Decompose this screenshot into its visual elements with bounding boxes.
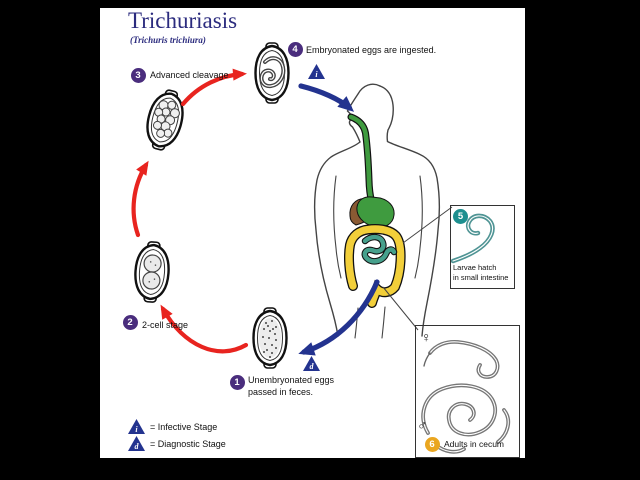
larvae-inset-box — [450, 205, 515, 289]
diagram-panel: Trichuriasis (Trichuris trichiura) 3 Adv… — [100, 8, 525, 458]
diagnostic-stage-icon: d — [303, 356, 320, 371]
step-4-label: Embryonated eggs are ingested. — [306, 45, 437, 55]
legend-diagnostic-icon: d — [128, 436, 145, 451]
egg-2-cell-illustration — [132, 239, 172, 305]
female-symbol: ♀ — [421, 329, 432, 345]
adults-inset-box — [415, 325, 520, 458]
step-3-badge: 3 — [130, 67, 146, 83]
larva-illustration — [450, 213, 495, 264]
legend-infective-icon: i — [128, 419, 145, 434]
red-arrow-step3-to-step4 — [180, 68, 247, 107]
red-arrow-step2-to-step3 — [131, 160, 149, 238]
red-arrow-step1-to-step2 — [160, 304, 249, 354]
blue-arrow-ingestion — [298, 83, 355, 112]
leader-lines — [382, 206, 453, 331]
step-6-label: Adults in cecum — [444, 439, 504, 449]
adult-worms-illustration — [421, 339, 511, 454]
step-6-badge: 6 — [424, 436, 440, 452]
male-symbol: ♂ — [417, 417, 428, 433]
step-5-badge: 5 — [453, 209, 468, 224]
step-3-label: Advanced cleavage — [150, 70, 229, 80]
legend-diagnostic: d = Diagnostic Stage — [128, 436, 226, 451]
legend-infective-label: = Infective Stage — [150, 421, 218, 432]
diagram-graphics — [131, 41, 511, 454]
blue-arrow-feces — [298, 279, 380, 356]
egg-unembryonated-illustration — [252, 306, 288, 370]
step-1-label: Unembryonated eggs passed in feces. — [248, 375, 335, 397]
infective-stage-icon: i — [308, 64, 325, 79]
step-5-label: Larvae hatch in small intestine — [453, 263, 509, 282]
page-title: Trichuriasis — [128, 8, 238, 33]
step-4-badge: 4 — [287, 41, 303, 57]
egg-advanced-cleavage-illustration — [140, 85, 190, 155]
legend-infective: i = Infective Stage — [128, 419, 217, 434]
step-1-badge: 1 — [229, 374, 245, 390]
egg-embryonated-illustration — [254, 41, 290, 105]
legend-diagnostic-label: = Diagnostic Stage — [150, 438, 226, 449]
page-subtitle: (Trichuris trichiura) — [130, 35, 206, 45]
step-2-label: 2-cell stage — [142, 320, 189, 330]
cycle-arrows — [131, 68, 380, 356]
digestive-tract — [344, 113, 406, 308]
step-2-badge: 2 — [122, 314, 138, 330]
